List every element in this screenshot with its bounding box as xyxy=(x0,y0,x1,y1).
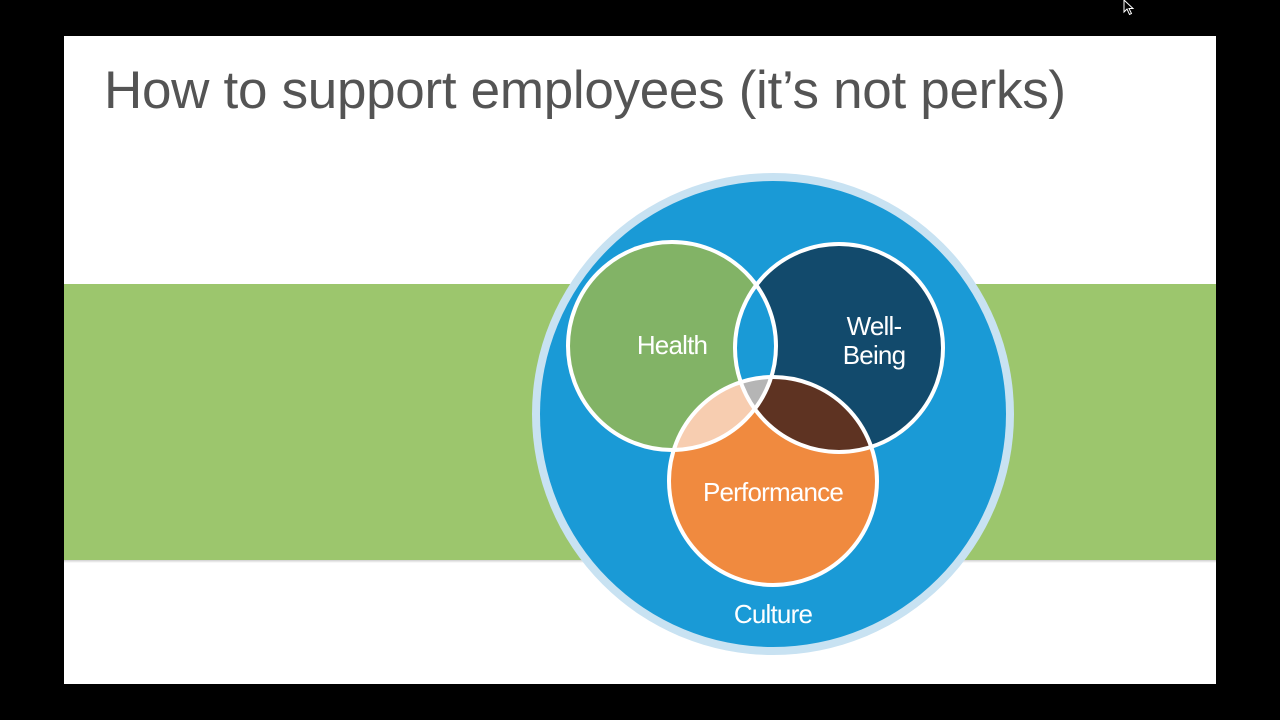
wellbeing-label-line1: Well- xyxy=(847,311,902,341)
wellbeing-label-line2: Being xyxy=(843,340,906,370)
performance-outline xyxy=(667,375,879,587)
health-performance-overlap xyxy=(669,377,776,450)
venn-diagram: Health Well- Being Performance Culture xyxy=(532,173,1014,655)
mouse-pointer-icon xyxy=(1123,0,1135,16)
slide: How to support employees (it’s not perks… xyxy=(64,36,1216,684)
wellbeing-outline xyxy=(733,242,945,454)
culture-label: Culture xyxy=(734,599,813,629)
slide-title: How to support employees (it’s not perks… xyxy=(104,61,1066,120)
health-label: Health xyxy=(637,330,707,360)
performance-label: Performance xyxy=(703,477,843,507)
wellbeing-performance-overlap xyxy=(735,377,877,452)
